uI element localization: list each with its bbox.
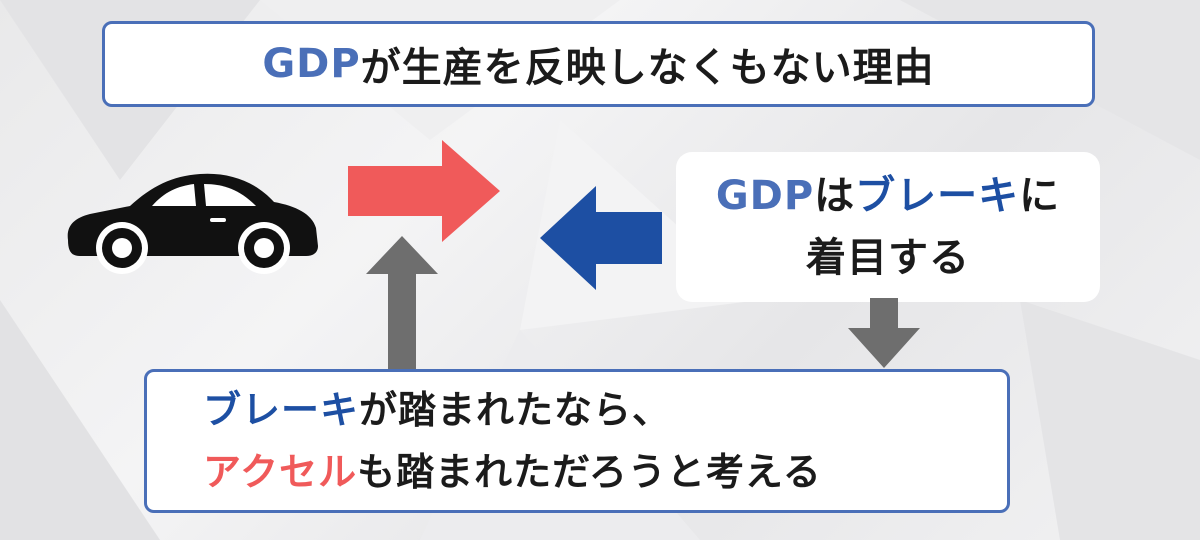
- explanation-line2-text: も踏まれただろうと考える: [357, 450, 822, 494]
- gdp-brake-line2: 着目する: [806, 235, 970, 281]
- red-right-arrow-icon: [348, 140, 500, 242]
- particle-ni: に: [1019, 173, 1061, 219]
- brake-label: ブレーキ: [855, 173, 1020, 219]
- gdp-label: GDP: [715, 173, 815, 219]
- explanation-line2: アクセルも踏まれただろうと考える: [203, 441, 1007, 503]
- car-icon: [67, 173, 318, 274]
- title-gdp: GDP: [262, 41, 361, 87]
- gray-up-arrow-icon: [366, 236, 438, 376]
- accel-word: アクセル: [203, 450, 358, 494]
- gdp-brake-line1: GDPはブレーキに: [716, 165, 1060, 227]
- particle-wa: は: [814, 173, 856, 219]
- blue-left-arrow-icon: [540, 186, 662, 290]
- explanation-box: ブレーキが踏まれたなら、 アクセルも踏まれただろうと考える: [144, 369, 1010, 513]
- title-text: が生産を反映しなくもない理由: [360, 45, 935, 91]
- gdp-brake-box: GDPはブレーキに 着目する: [676, 152, 1100, 302]
- gray-down-arrow-icon: [848, 298, 920, 368]
- explanation-line1-text: が踏まれたなら、: [359, 388, 672, 432]
- explanation-line1: ブレーキが踏まれたなら、: [203, 379, 1007, 441]
- brake-word: ブレーキ: [203, 388, 360, 432]
